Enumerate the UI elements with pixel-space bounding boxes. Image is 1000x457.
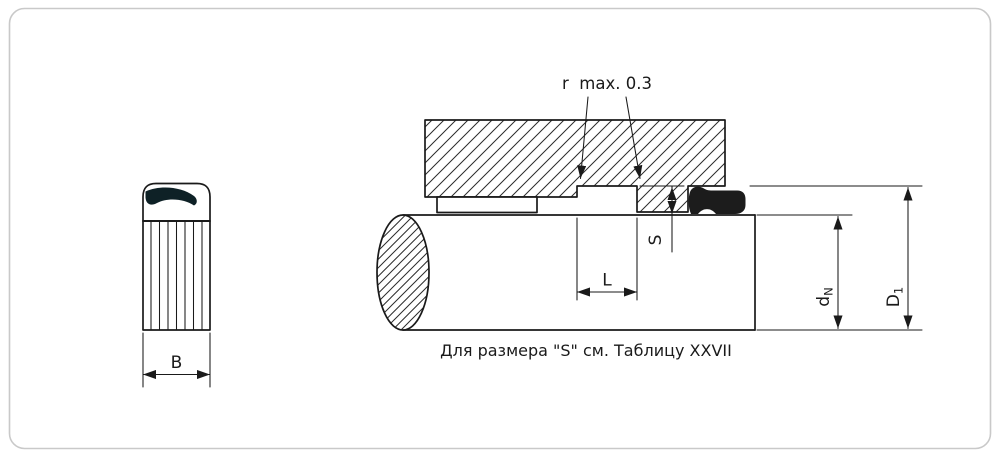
installed-seal-profile [688,186,746,214]
dimension-B: B [142,332,211,388]
radius-note: r max. 0.3 [562,74,652,180]
dimension-S: S [639,185,685,253]
seal-lip-groove [145,187,197,206]
label-l: L [602,271,612,291]
leader-line-left [577,96,589,180]
seal-fabric-lines [150,220,203,331]
label-b: B [171,353,183,373]
dimension-dN: dN [756,214,923,331]
seal-cross-section: B [142,182,211,388]
shaft-body [403,215,755,330]
shaft [376,214,756,331]
housing [424,119,726,214]
dimension-L: L [576,217,638,301]
leader-line-right [625,96,643,180]
label-s: S [646,235,666,246]
dimension-D1: D1 [749,185,923,330]
table-reference-note: Для размера "S" см. Таблицу XXVII [440,341,732,360]
label-dn: dN [814,287,836,306]
seal-elastomer-cap [142,182,211,222]
drawing-border [8,7,992,450]
installation-view: r max. 0.3 L S dN [376,74,923,360]
label-r-max: r max. 0.3 [562,74,652,93]
label-d1: D1 [884,287,906,307]
backup-ring [436,196,538,214]
shaft-end-hatch [376,214,430,331]
